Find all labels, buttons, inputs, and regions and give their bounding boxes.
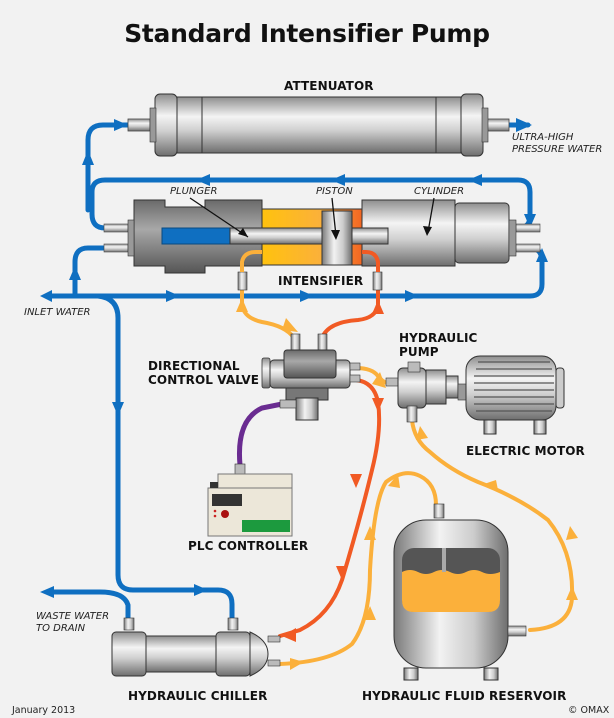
electric-motor xyxy=(457,355,565,435)
arrow-icon xyxy=(331,174,345,186)
label-ultra-high-pressure-water: ULTRA-HIGH PRESSURE WATER xyxy=(512,132,603,155)
arrow-icon xyxy=(372,300,384,314)
label-electric-motor: ELECTRIC MOTOR xyxy=(466,444,585,458)
arrow-icon xyxy=(194,584,208,596)
arrow-icon xyxy=(516,118,532,132)
hydraulic-chiller xyxy=(111,617,281,677)
water-line-waste xyxy=(49,589,131,621)
water-line-inlet-loop xyxy=(72,245,133,299)
footer-date: January 2013 xyxy=(12,705,76,716)
arrow-icon xyxy=(536,248,548,262)
label-attenuator: ATTENUATOR xyxy=(284,79,374,93)
label-plc-controller: PLC CONTROLLER xyxy=(188,539,309,553)
arrow-icon xyxy=(300,290,314,302)
arrow-icon xyxy=(524,214,536,228)
arrow-icon xyxy=(405,290,419,302)
arrow-icon xyxy=(282,318,298,332)
hydraulic-supply-chiller-to-reservoir xyxy=(278,471,438,666)
hydraulic-fluid-level xyxy=(402,570,500,612)
arrow-icon xyxy=(364,526,376,540)
arrow-icon xyxy=(166,290,180,302)
hydraulic-return-valve-to-chiller xyxy=(278,378,382,638)
arrow-icon xyxy=(372,398,384,412)
attenuator xyxy=(127,93,510,157)
arrow-icon xyxy=(236,298,248,312)
hydraulic-pump xyxy=(385,361,459,423)
water-line-to-chiller xyxy=(95,293,235,621)
intensifier xyxy=(103,197,541,291)
hydraulic-arrows xyxy=(236,298,578,670)
arrow-icon xyxy=(484,480,498,490)
label-hydraulic-fluid-reservoir: HYDRAULIC FLUID RESERVOIR xyxy=(362,689,567,703)
water-arrows xyxy=(40,118,548,598)
label-cylinder: CYLINDER xyxy=(414,186,465,197)
arrow-icon xyxy=(350,474,362,488)
arrow-icon xyxy=(566,586,578,600)
page-title: Standard Intensifier Pump xyxy=(124,19,490,48)
arrow-icon xyxy=(388,474,400,488)
plc-controller xyxy=(207,463,293,537)
arrow-icon xyxy=(40,290,52,302)
arrow-icon xyxy=(468,174,482,186)
footer-copyright: © OMAX xyxy=(568,705,610,716)
label-inlet-water: INLET WATER xyxy=(24,307,91,318)
directional-control-valve xyxy=(261,333,361,421)
arrow-icon xyxy=(114,119,128,131)
arrow-icon xyxy=(196,174,210,186)
arrow-icon xyxy=(364,606,376,620)
arrow-icon xyxy=(372,372,386,388)
label-directional-control-valve: DIRECTIONAL CONTROL VALVE xyxy=(148,359,260,387)
water-line-to-attenuator xyxy=(85,122,138,213)
arrow-icon xyxy=(69,266,81,280)
arrow-icon xyxy=(336,566,348,580)
plunger xyxy=(161,227,231,245)
plc-cable xyxy=(236,401,285,468)
label-waste-water: WASTE WATER TO DRAIN xyxy=(36,611,110,634)
arrow-icon xyxy=(290,658,304,670)
arrow-icon xyxy=(416,426,428,440)
arrow-icon xyxy=(82,150,94,165)
label-piston: PISTON xyxy=(316,186,353,197)
label-hydraulic-pump: HYDRAULIC PUMP xyxy=(399,331,478,359)
label-hydraulic-chiller: HYDRAULIC CHILLER xyxy=(128,689,268,703)
label-plunger: PLUNGER xyxy=(170,186,218,197)
arrow-icon xyxy=(40,586,54,598)
hydraulic-fluid-reservoir xyxy=(393,503,527,681)
arrow-icon xyxy=(112,402,124,416)
label-intensifier: INTENSIFIER xyxy=(278,274,364,288)
arrow-icon xyxy=(282,628,296,642)
piston xyxy=(321,210,353,266)
arrow-icon xyxy=(566,526,578,540)
hydraulic-supply-reservoir-to-pump xyxy=(410,418,575,632)
